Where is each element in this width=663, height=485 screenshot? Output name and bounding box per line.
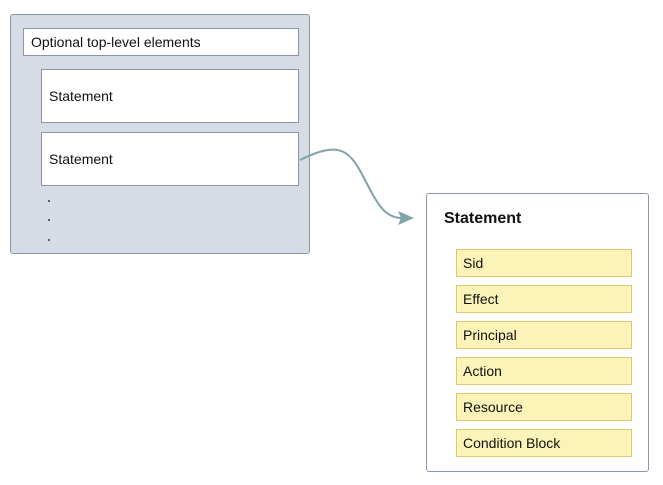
field-resource: Resource: [456, 393, 632, 421]
statement-box-expanded: Statement: [41, 132, 299, 186]
ellipsis-dot: [48, 219, 50, 221]
statement-box: Statement: [41, 69, 299, 123]
top-level-elements-box: Optional top-level elements: [23, 28, 299, 56]
ellipsis-dot: [48, 239, 50, 241]
field-condition-block: Condition Block: [456, 429, 632, 457]
policy-document-container: Optional top-level elements Statement St…: [10, 14, 310, 254]
field-principal: Principal: [456, 321, 632, 349]
field-effect: Effect: [456, 285, 632, 313]
statement-detail-box: Statement Sid Effect Principal Action Re…: [426, 193, 649, 472]
arrowhead-icon: [398, 211, 414, 225]
statement-detail-title: Statement: [444, 210, 522, 227]
field-sid: Sid: [456, 249, 632, 277]
connector-curve: [299, 148, 403, 219]
field-action: Action: [456, 357, 632, 385]
ellipsis-dot: [48, 200, 50, 202]
